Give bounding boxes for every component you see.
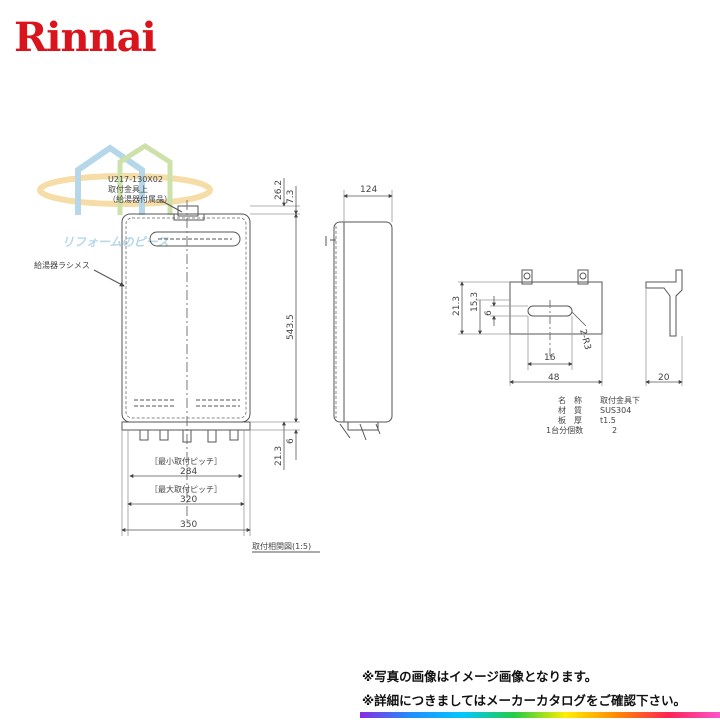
upper-bracket [177,205,199,217]
side-depth: 124 [360,185,377,195]
bracket-upper-sub-label: （給湯器付属品） [108,194,172,204]
min-pitch-label: ［最小取付ピッチ］ [150,456,222,466]
side-view [325,221,393,441]
front-view [121,200,251,520]
bracket-side-view [645,269,683,337]
dim-top-1: 26.2 [274,180,284,200]
spec-value-3: 2 [612,426,617,435]
drawing-caption: 取付相関図(1:5) [252,541,311,551]
spec-label-1: 材 質 [558,405,582,415]
watermark-graphic: リフォームのピース [37,143,213,249]
bracket-dim-h1: 21.3 [452,296,462,316]
bracket-detail [509,269,603,360]
dim-bottom-2: 6 [286,438,296,444]
screw-label: 給湯器ラシメス [34,260,90,270]
bracket-dim-h3: 6 [484,310,494,316]
note-catalog-reference: ※詳細につきましてはメーカーカタログをご確認下さい。 [362,693,687,708]
bracket-dim-width: 48 [548,373,560,383]
bracket-upper-label: 取付金具上 [108,184,148,194]
spec-value-1: SUS304 [600,406,631,415]
min-pitch-value: 284 [180,467,197,477]
rainbow-bar [360,712,720,718]
max-pitch-label: ［最大取付ピッチ］ [150,484,222,494]
lower-bracket [121,421,251,431]
dim-height: 543.5 [286,314,296,340]
spec-label-3: 1台分個数 [546,425,583,435]
max-pitch-value: 320 [180,495,197,505]
spec-value-0: 取付金具下 [600,395,640,405]
model-code-label: U217-130X02 [108,175,163,184]
bracket-plate [509,281,603,335]
watermark-text: リフォームのピース [62,235,169,249]
spec-label-2: 板 厚 [558,415,582,425]
width-value: 350 [180,520,197,530]
note-image-disclaimer: ※写真の画像はイメージ画像となります。 [362,669,598,684]
bracket-dim-slot: 16 [544,353,556,363]
pipe-fittings [139,429,239,443]
dim-bottom-1: 21.3 [274,446,284,466]
spec-value-2: t1.5 [600,416,616,425]
bracket-dim-side: 20 [658,373,670,383]
bracket-dim-hole: 2-R3 [577,328,592,351]
rinnai-logo: Rinnai [14,14,157,61]
exhaust-vent [149,231,241,247]
spec-label-0: 名 称 [558,395,582,405]
heater-body-side [333,221,393,423]
spec-table: 名 称 取付金具下 材 質 SUS304 板 厚 t1.5 1台分個数 2 [546,395,640,435]
bracket-dim-h2: 15.3 [470,292,480,312]
dim-top-2: 7.3 [286,190,296,204]
